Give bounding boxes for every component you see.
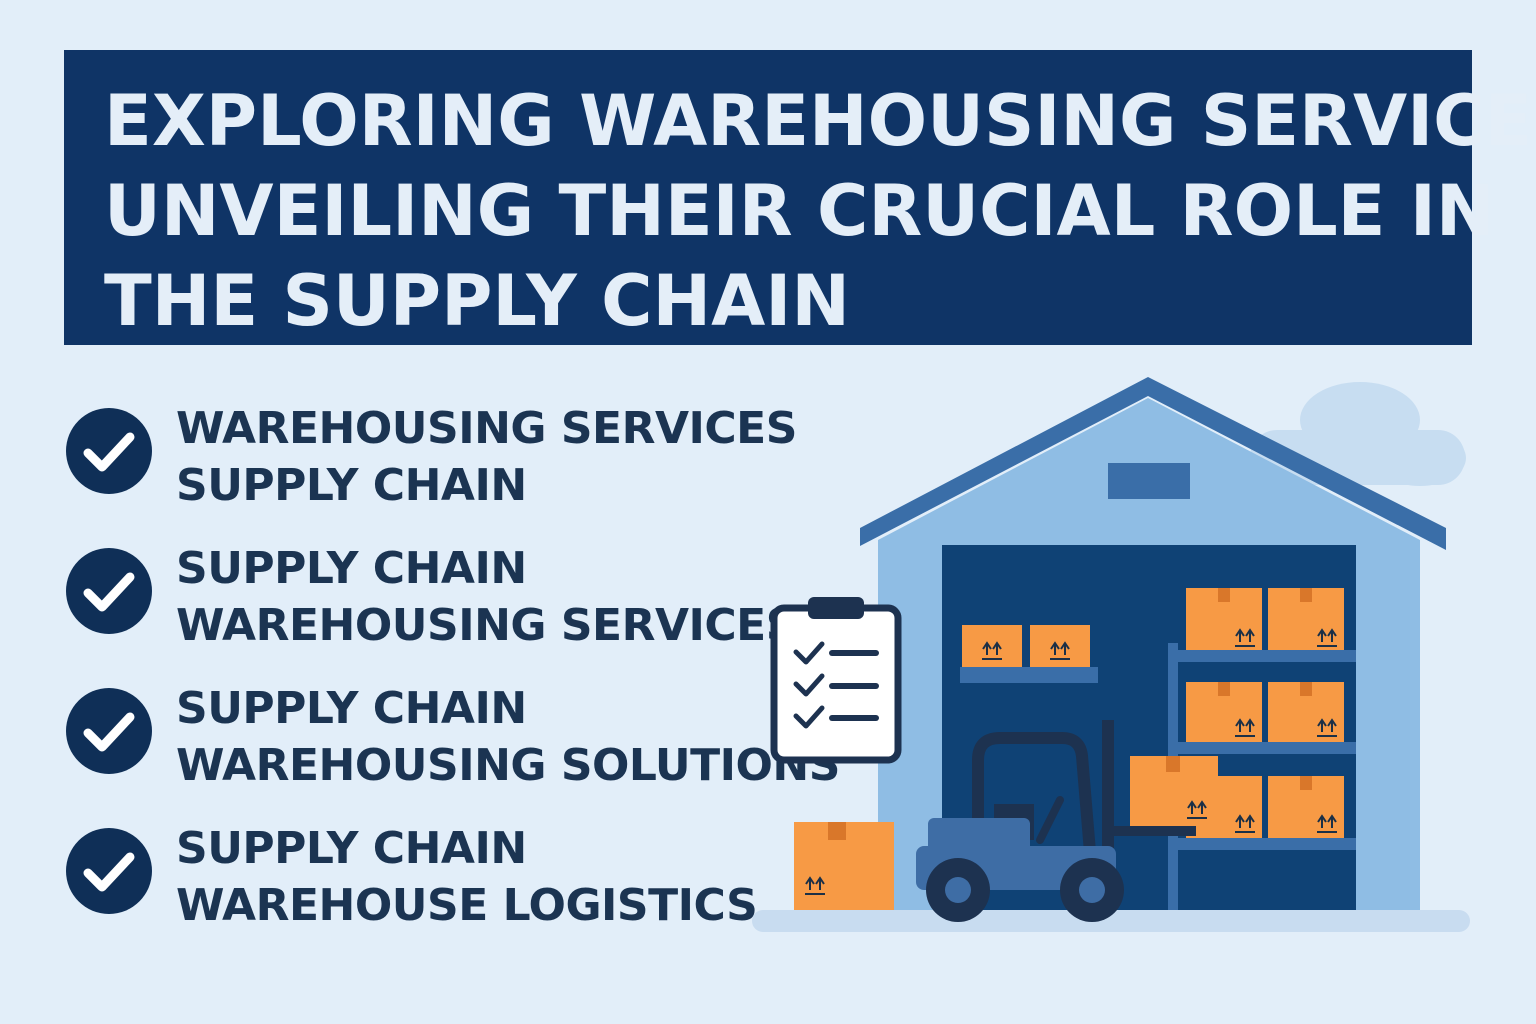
- list-item: SUPPLY CHAIN WAREHOUSING SERVICES: [66, 540, 797, 660]
- checkmark-icon: [83, 852, 135, 892]
- list-item: SUPPLY CHAIN WAREHOUSE LOGISTICS: [66, 820, 786, 940]
- title-banner: EXPLORING WAREHOUSING SERVICES: UNVEILIN…: [64, 50, 1536, 345]
- checkmark-icon: [83, 572, 135, 612]
- list-item-line-2: WAREHOUSING SERVICES: [176, 600, 797, 651]
- list-item-line-2: WAREHOUSING SOLUTIONS: [176, 740, 840, 791]
- checkmark-icon: [83, 712, 135, 752]
- check-badge: [66, 548, 152, 634]
- list-item-text: WAREHOUSING SERVICES SUPPLY CHAIN: [176, 400, 797, 514]
- checkmark-icon: [83, 432, 135, 472]
- list-item-line-2: WAREHOUSE LOGISTICS: [176, 880, 758, 931]
- check-badge: [66, 688, 152, 774]
- list-item-line-1: SUPPLY CHAIN: [176, 823, 527, 874]
- ground-shadow: [752, 910, 1470, 932]
- warehouse-vent: [1108, 463, 1190, 499]
- list-item-line-1: SUPPLY CHAIN: [176, 543, 527, 594]
- list-item-text: SUPPLY CHAIN WAREHOUSE LOGISTICS: [176, 820, 786, 934]
- storage-rack: [1168, 588, 1356, 910]
- list-item-text: SUPPLY CHAIN WAREHOUSING SERVICES: [176, 540, 797, 654]
- forklift-icon: [916, 720, 1218, 922]
- list-item-line-2: SUPPLY CHAIN: [176, 460, 527, 511]
- list-item-text: SUPPLY CHAIN WAREHOUSING SOLUTIONS: [176, 680, 840, 794]
- check-badge: [66, 408, 152, 494]
- cardboard-box-icon: [794, 822, 894, 910]
- clipboard-checklist-icon: [770, 597, 902, 764]
- list-item-line-1: WAREHOUSING SERVICES: [176, 403, 797, 454]
- title-line-3: THE SUPPLY CHAIN: [104, 260, 850, 342]
- title-line-2: UNVEILING THEIR CRUCIAL ROLE IN: [104, 170, 1495, 252]
- check-badge: [66, 828, 152, 914]
- warehouse-illustration: [752, 377, 1470, 932]
- title-line-1: EXPLORING WAREHOUSING SERVICES:: [104, 80, 1536, 162]
- list-item: WAREHOUSING SERVICES SUPPLY CHAIN: [66, 400, 797, 520]
- list-item-line-1: SUPPLY CHAIN: [176, 683, 527, 734]
- wall-shelf: [960, 625, 1098, 683]
- list-item: SUPPLY CHAIN WAREHOUSING SOLUTIONS: [66, 680, 840, 800]
